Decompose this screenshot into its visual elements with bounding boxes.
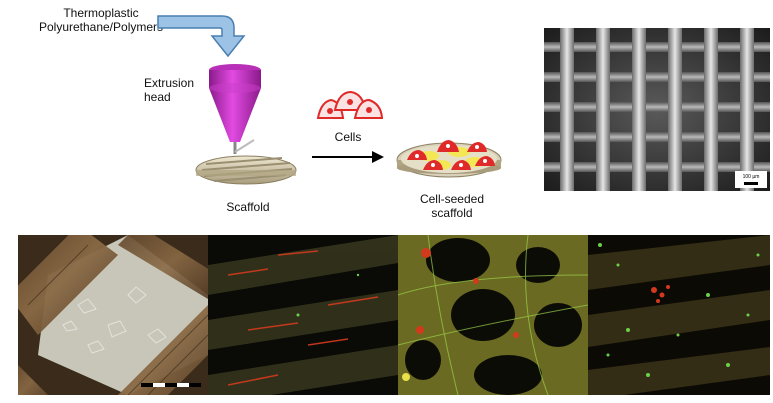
fluorescence-panel-2 bbox=[208, 235, 398, 395]
fluorescence-panel-4 bbox=[588, 235, 770, 395]
sem-micrograph: 100 µm bbox=[544, 28, 770, 191]
scaffold-label: Scaffold bbox=[226, 200, 270, 214]
right-arrow-icon bbox=[312, 151, 384, 163]
sem-scale-bar-label: 100 µm bbox=[743, 174, 760, 180]
scale-bar-icon bbox=[735, 171, 767, 188]
cell-seeded-label-line1: Cell-seeded bbox=[419, 192, 485, 206]
material-label-line1: Thermoplastic bbox=[63, 6, 139, 20]
cell-seeded-scaffold-icon bbox=[396, 140, 502, 178]
brightfield-image-panel bbox=[18, 235, 208, 395]
material-label-line2: Polyurethane/Polymers bbox=[38, 20, 164, 34]
cells-cluster bbox=[316, 90, 384, 119]
extrusion-label: Extrusion head bbox=[144, 76, 194, 104]
cells-label: Cells bbox=[334, 130, 362, 144]
material-label: Thermoplastic Polyurethane/Polymers bbox=[16, 6, 186, 34]
extrusion-nozzle-icon bbox=[195, 64, 297, 185]
extrusion-label-line2: head bbox=[144, 90, 171, 104]
cell-seeded-label: Cell-seeded scaffold bbox=[402, 192, 502, 220]
fluorescence-panel-3 bbox=[398, 235, 588, 395]
cell-seeded-label-line2: scaffold bbox=[431, 206, 473, 220]
down-curved-arrow-icon bbox=[157, 15, 246, 58]
extrusion-label-line1: Extrusion bbox=[144, 76, 195, 90]
brightfield-scale-bar bbox=[141, 383, 201, 387]
